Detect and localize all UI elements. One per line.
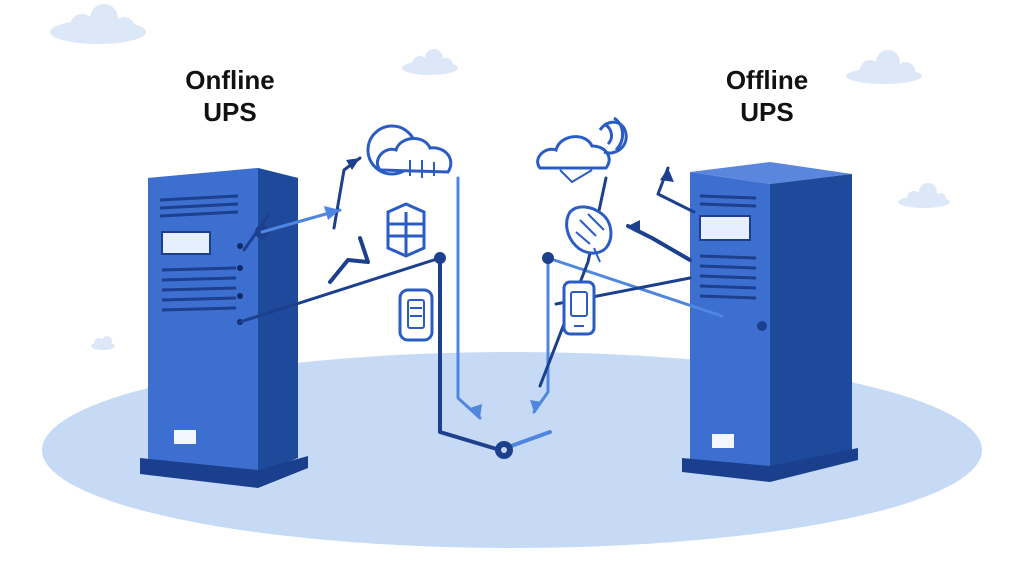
cable (332, 156, 362, 230)
tower-side (258, 168, 298, 474)
tower-slots (161, 266, 237, 312)
connection-lines (238, 156, 724, 459)
tower-badge (712, 434, 734, 448)
cable (438, 256, 502, 452)
tower-slots (699, 254, 757, 300)
junction-node (434, 252, 446, 264)
tower-display (161, 231, 211, 255)
cloud-decor (402, 49, 458, 75)
hands-icon (565, 205, 613, 263)
cable (656, 166, 696, 214)
cloud-decor (91, 336, 115, 350)
label-line: UPS (203, 97, 257, 127)
tower-display (699, 215, 751, 241)
cloud-decor (898, 183, 950, 208)
tower-vents (699, 194, 757, 208)
junction-node (501, 447, 507, 453)
arrow-head (470, 404, 482, 418)
tower-base (140, 456, 308, 488)
cable (328, 236, 370, 284)
tower-side (770, 174, 852, 470)
cloud-decor (50, 4, 146, 44)
offline-ups-label: Offline UPS (677, 64, 857, 128)
phone-icon (562, 280, 596, 336)
label-line: UPS (740, 97, 794, 127)
label-line: Onfline (185, 65, 275, 95)
signal-icon (598, 116, 628, 155)
server-block-icon (386, 202, 426, 258)
arrow-head (324, 206, 340, 220)
cable (242, 214, 270, 252)
cloud-icon (366, 124, 453, 178)
tablet-icon (398, 288, 434, 342)
arrow-head (660, 168, 674, 182)
cable (238, 256, 442, 324)
tower-vents (159, 194, 239, 218)
cable (456, 176, 482, 420)
cable (546, 256, 724, 318)
cloud-icon (536, 135, 611, 184)
left-ups-tower (140, 168, 308, 488)
arrow-head (346, 158, 360, 170)
background-clouds (50, 4, 950, 350)
arrow-head (530, 400, 542, 412)
tower-badge (174, 430, 196, 444)
tower-front (690, 172, 770, 470)
cloud-decor (846, 50, 922, 84)
tower-top (690, 162, 852, 184)
arrow-head (628, 220, 640, 234)
tower-base (682, 448, 858, 482)
label-line: Offline (725, 65, 809, 95)
junction-node (542, 252, 554, 264)
tower-port (757, 321, 767, 331)
onfline-ups-label: Onfline UPS (140, 64, 320, 128)
right-ups-tower (682, 162, 858, 482)
cable (538, 176, 608, 388)
